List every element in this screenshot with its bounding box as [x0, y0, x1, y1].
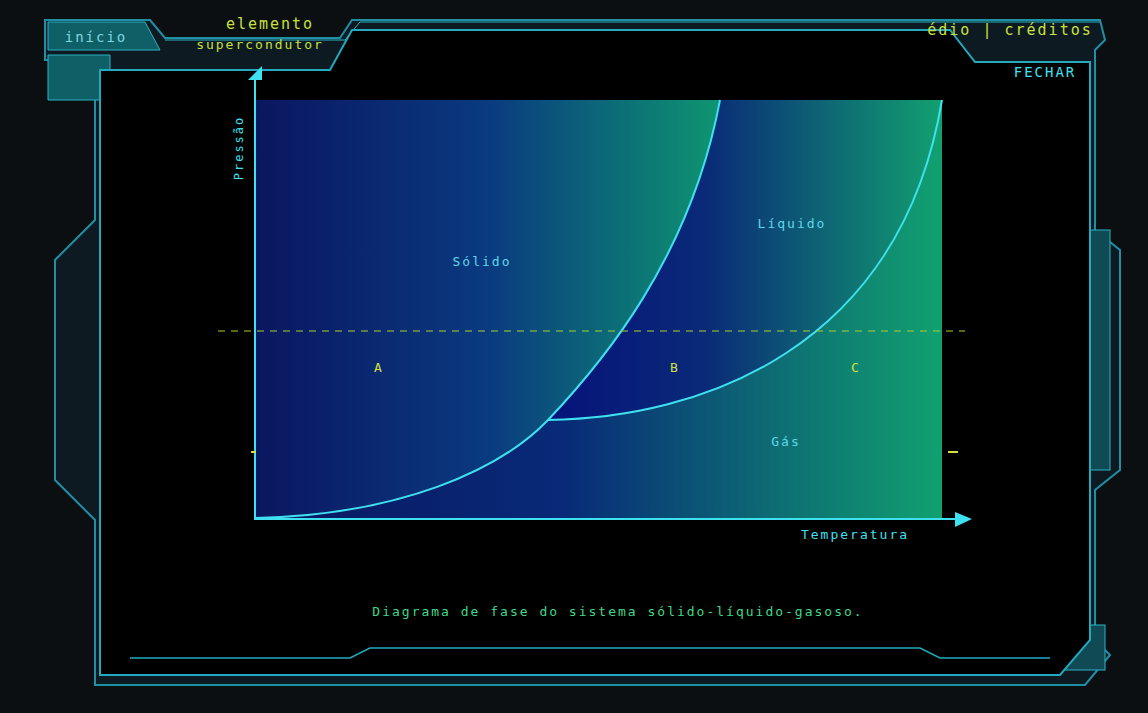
nav-link: supercondutor: [196, 38, 324, 51]
nav-link: édio | créditos: [927, 23, 1092, 38]
nav-link: elemento: [226, 17, 314, 32]
axis-label: Temperatura: [801, 528, 909, 541]
point-label: A: [374, 361, 384, 374]
close-button: FECHAR: [1014, 65, 1077, 79]
region-label: Líquido: [758, 217, 827, 230]
nav-tab: início: [65, 30, 128, 44]
point-label: C: [851, 361, 861, 374]
caption: Diagrama de fase do sistema sólido-líqui…: [372, 605, 863, 618]
axis-label: Pressão: [233, 116, 245, 181]
region-label: Sólido: [453, 255, 512, 268]
region-label: Gás: [771, 435, 800, 448]
point-label: B: [670, 361, 680, 374]
